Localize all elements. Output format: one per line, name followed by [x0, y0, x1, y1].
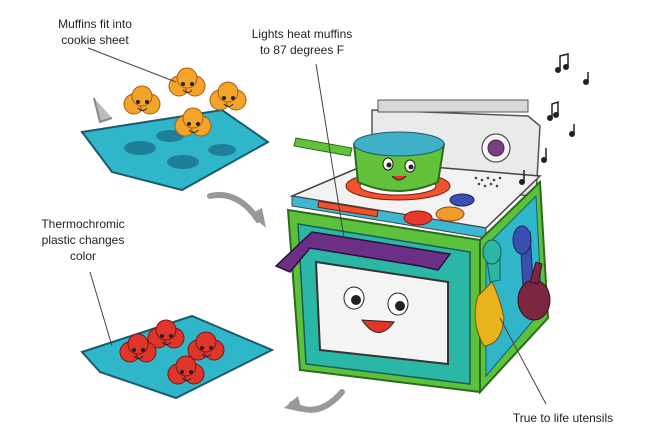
utensils-label: True to life utensils	[512, 411, 614, 425]
muffin	[147, 319, 185, 349]
green-pot	[293, 131, 446, 192]
utensils	[474, 225, 551, 347]
orange-button	[435, 206, 465, 222]
top-cookie-sheet	[80, 108, 270, 192]
lights-heat-label: Lights heat muffins to 87 degrees F	[251, 27, 353, 57]
muffin	[209, 81, 247, 111]
leader-line-lights	[315, 63, 345, 239]
muffin	[119, 333, 157, 363]
bottom-cookie-sheet	[80, 314, 275, 400]
red-button	[403, 210, 433, 226]
muffin	[167, 355, 205, 385]
down-arrow-icon	[93, 97, 113, 124]
curved-arrow-icon	[207, 192, 266, 228]
thermochromic-label: Thermochromic plastic changes color	[41, 217, 125, 263]
leader-line-muffins	[87, 47, 177, 83]
yellow-spatula	[474, 281, 505, 347]
muffins-fit-label: Muffins fit into cookie sheet	[58, 17, 132, 47]
muffin	[123, 85, 161, 115]
leader-line-thermochromic	[89, 271, 113, 347]
muffin	[187, 331, 225, 361]
red-muffins	[119, 319, 225, 385]
curved-arrow-icon	[284, 389, 345, 413]
blue-ladle	[512, 225, 532, 255]
music-note-icon	[519, 53, 589, 185]
orange-muffins	[123, 67, 247, 137]
leader-line-utensils	[499, 317, 547, 405]
plum-spoon	[517, 279, 551, 321]
muffin	[174, 107, 212, 137]
muffin	[168, 67, 206, 97]
blue-button	[449, 193, 475, 207]
